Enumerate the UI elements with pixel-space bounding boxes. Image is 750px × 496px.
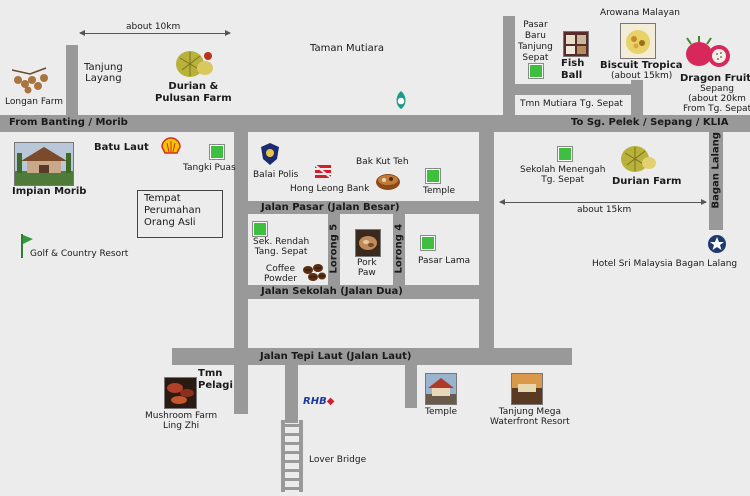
label-pork-paw: Pork Paw xyxy=(357,258,377,278)
road-temple-spur xyxy=(405,363,417,408)
label-temple-center: Temple xyxy=(423,186,456,196)
longan-icon xyxy=(11,67,48,94)
label-dragon-fruit: Dragon Fruit xyxy=(680,73,750,84)
label-durian-farm: Durian Farm xyxy=(612,176,682,187)
label-balai-polis: Balai Polis xyxy=(253,170,299,180)
label-bagan-lalang: Bagan Lalang xyxy=(710,132,722,209)
durian-icon xyxy=(621,146,656,172)
label-tmn-pelagi: Tmn Pelagi xyxy=(198,368,233,391)
road-tanjung-layang-spur xyxy=(66,45,78,117)
road-main-horizontal xyxy=(0,115,750,132)
label-pasar-baru: Pasar Baru Tanjung Sepat xyxy=(518,20,553,63)
coffee-beans-icon xyxy=(303,264,326,281)
mushroom-farm-photo xyxy=(164,377,197,409)
road-bagan-lalang xyxy=(709,130,723,230)
road-tmn-mutiara-horizontal xyxy=(503,84,643,95)
distance-label-15km: about 15km xyxy=(577,205,632,215)
rhb-logo: RHB◆ xyxy=(303,396,334,407)
pork-paw-photo xyxy=(355,229,381,257)
label-sek-rendah: Sek. Rendah Tang. Sepat xyxy=(253,237,310,257)
police-badge-icon xyxy=(261,143,279,165)
label-taman-mutiara: Taman Mutiara xyxy=(310,43,384,54)
road-jalan-sekolah xyxy=(234,285,494,299)
road-lorong-5 xyxy=(328,212,340,290)
petronas-icon xyxy=(396,91,406,109)
road-left-vertical xyxy=(234,130,248,414)
hotel-sri-malaysia-icon xyxy=(708,235,726,253)
shell-icon xyxy=(161,137,181,154)
label-from-banting: From Banting / Morib xyxy=(9,117,128,128)
fish-ball-photo xyxy=(563,31,589,57)
label-lover-bridge: Lover Bridge xyxy=(309,455,367,465)
label-tempat-perumahan: Tempat Perumahan Orang Asli xyxy=(144,193,201,228)
lover-bridge-icon xyxy=(281,420,303,492)
label-lorong-4: Lorong 4 xyxy=(393,223,405,274)
road-jalan-pasar xyxy=(234,201,494,214)
label-dragon-fruit-note: Sepang (about 20km From Tg. Sepat xyxy=(683,84,750,114)
label-tangki-puas: Tangki Puas xyxy=(183,163,236,173)
road-lorong-4 xyxy=(393,212,405,290)
label-jalan-sekolah: Jalan Sekolah (Jalan Dua) xyxy=(261,286,403,297)
label-biscuit-tropica-distance: (about 15km) xyxy=(611,71,673,81)
label-tanjung-layang: Tanjung Layang xyxy=(84,62,123,84)
label-sekolah-menengah: Sekolah Menengah Tg. Sepat xyxy=(520,165,606,185)
label-mushroom-farm: Mushroom Farm Ling Zhi xyxy=(145,411,218,431)
distance-label-10km: about 10km xyxy=(126,22,181,32)
road-rhb-spur xyxy=(285,363,298,423)
marker-pasar-baru xyxy=(529,64,543,78)
marker-tangki-puas xyxy=(210,145,224,159)
marker-temple-center xyxy=(426,169,440,183)
distance-arrow-15km xyxy=(499,199,707,205)
rhb-text: RHB xyxy=(303,396,327,407)
label-temple-bottom: Temple xyxy=(425,407,458,417)
label-to-sg-pelek: To Sg. Pelek / Sepang / KLIA xyxy=(571,117,729,128)
label-pasar-lama: Pasar Lama xyxy=(418,256,471,266)
label-longan-farm: Longan Farm xyxy=(5,97,64,107)
label-biscuit-tropica: Biscuit Tropica xyxy=(600,60,683,71)
label-hotel-sri-malaysia: Hotel Sri Malaysia Bagan Lalang xyxy=(592,259,738,269)
label-tmn-mutiara-tg-sepat: Tmn Mutiara Tg. Sepat xyxy=(520,99,623,109)
rhb-diamond-icon: ◆ xyxy=(326,396,335,407)
road-right-vertical xyxy=(479,130,494,350)
impian-morib-photo xyxy=(14,142,74,186)
label-batu-laut: Batu Laut xyxy=(94,142,149,153)
label-coffee-powder: Coffee Powder xyxy=(264,264,297,284)
hong-leong-bank-icon xyxy=(314,164,332,179)
label-impian-morib: Impian Morib xyxy=(12,186,87,197)
label-jalan-tepi-laut: Jalan Tepi Laut (Jalan Laut) xyxy=(260,351,412,362)
marker-sekolah-menengah xyxy=(558,147,572,161)
label-bak-kut-teh: Bak Kut Teh xyxy=(356,157,409,167)
road-pasar-baru-spur xyxy=(503,16,515,117)
label-arowana: Arowana Malayan xyxy=(600,8,680,18)
label-durian-pulusan-farm: Durian & Pulusan Farm xyxy=(155,81,232,104)
dragon-fruit-icon xyxy=(686,36,730,67)
label-hong-leong-bank: Hong Leong Bank xyxy=(290,184,370,194)
temple-bottom-photo xyxy=(425,373,457,405)
label-lorong-5: Lorong 5 xyxy=(328,223,340,274)
marker-sek-rendah xyxy=(253,222,267,236)
label-golf-resort: Golf & Country Resort xyxy=(30,249,129,259)
biscuit-tropica-photo xyxy=(620,23,656,59)
label-fish-ball: Fish Ball xyxy=(561,58,585,81)
label-tanjung-mega: Tanjung Mega Waterfront Resort xyxy=(490,407,570,427)
golf-flag-icon xyxy=(21,234,33,258)
bak-kut-teh-icon xyxy=(376,174,400,190)
marker-pasar-lama xyxy=(421,236,435,250)
tanjung-mega-photo xyxy=(511,373,543,405)
road-biscuit-spur xyxy=(631,80,643,117)
box-tempat-perumahan xyxy=(137,190,223,238)
label-jalan-pasar: Jalan Pasar (Jalan Besar) xyxy=(261,202,400,213)
distance-arrow-10km xyxy=(79,30,231,36)
durian-pulusan-icon xyxy=(176,51,213,77)
road-jalan-tepi-laut xyxy=(172,348,572,365)
